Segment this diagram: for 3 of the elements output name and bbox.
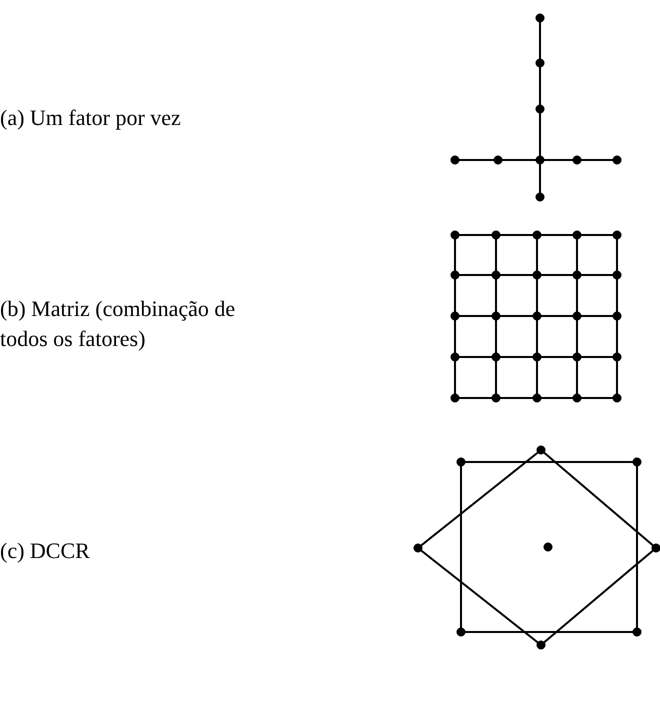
- panel-label: (a) Um fator por vez: [0, 104, 182, 132]
- panel-label: (b) Matriz (combinação de todos os fatores): [0, 295, 236, 353]
- panel-label: (c) DCCR: [0, 537, 91, 565]
